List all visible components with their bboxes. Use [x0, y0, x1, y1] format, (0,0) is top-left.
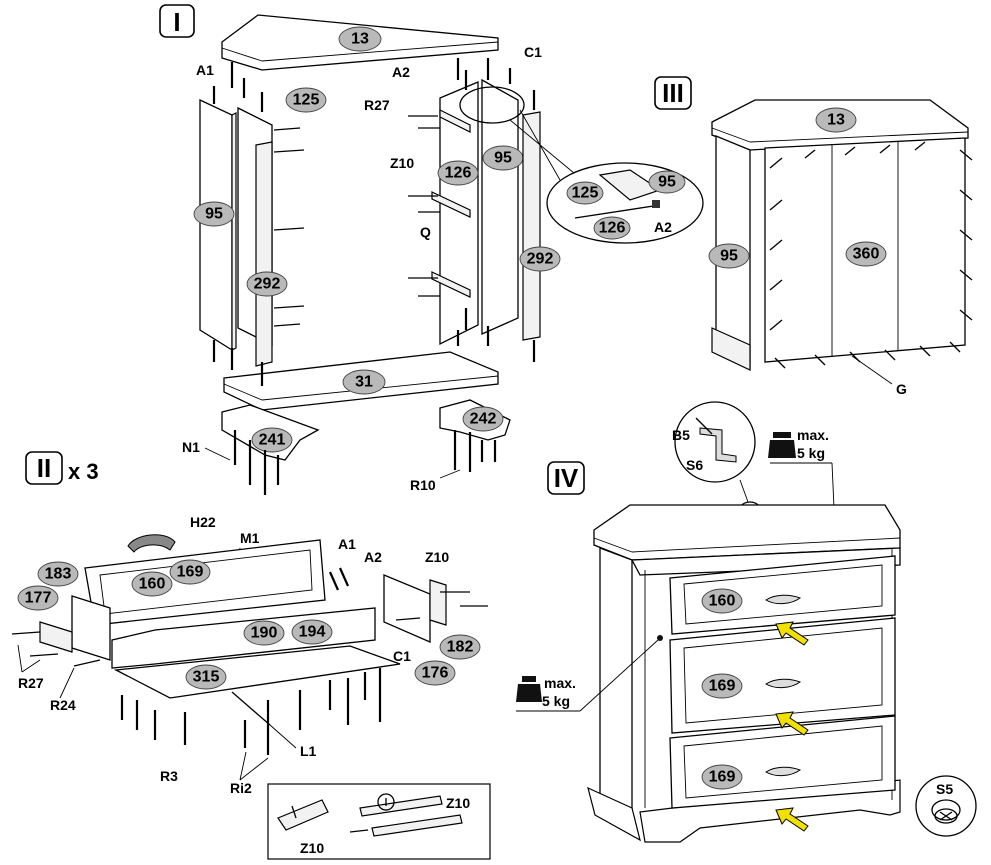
part-number-292-left: 292 — [254, 276, 281, 293]
label-S5: S5 — [936, 781, 953, 797]
part-number-182: 182 — [447, 639, 474, 656]
part-number-292-right: 292 — [527, 251, 554, 268]
dowels-step-1 — [212, 58, 536, 495]
weight-kg-side: 5 kg — [542, 693, 570, 709]
part-number-95-step3: 95 — [720, 248, 738, 265]
detail-marker — [459, 86, 525, 124]
knob-callout-S5 — [915, 775, 977, 837]
weight-kg-top: 5 kg — [797, 445, 825, 461]
right-post-292 — [522, 111, 541, 341]
label-A1-step2: A1 — [338, 536, 356, 552]
step-1-number: I — [173, 7, 180, 37]
label-Z10-step2: Z10 — [425, 549, 449, 565]
label-A2: A2 — [392, 64, 410, 80]
drawer-side-right — [383, 574, 431, 643]
label-S6: S6 — [686, 457, 703, 473]
label-N1: N1 — [182, 439, 200, 455]
drawer-slides-right — [431, 109, 471, 298]
label-G: G — [896, 381, 907, 397]
drawer-handle-1[interactable] — [765, 594, 802, 605]
step-2-multiplier: x 3 — [68, 459, 99, 484]
label-B5: B5 — [672, 427, 690, 443]
label-R24: R24 — [50, 697, 76, 713]
step-2-number: II — [37, 453, 51, 483]
label-A2-step2: A2 — [364, 549, 382, 565]
label-R10: R10 — [410, 477, 436, 493]
label-Z10-inset-b: Z10 — [300, 840, 324, 856]
screws-step-2 — [11, 567, 488, 755]
part-number-241: 241 — [259, 432, 286, 449]
step-2-drawer-assembly: II x 3 H22 M1 160 169 183 177 190 194 18… — [11, 451, 491, 860]
weight-max-top: max. — [797, 427, 829, 443]
drawer-1[interactable]: 160 — [669, 555, 896, 635]
step-4-final: IV B5 S6 max. 5 kg 160 — [516, 401, 977, 843]
part-number-125-detail: 125 — [572, 185, 599, 202]
chest-plinth — [639, 779, 901, 843]
step-4-number: IV — [554, 463, 579, 493]
handle-H22 — [127, 534, 176, 553]
part-number-194: 194 — [299, 624, 326, 641]
weight-icon-top — [768, 440, 796, 458]
label-C1: C1 — [524, 44, 542, 60]
part-number-95-left: 95 — [205, 206, 223, 223]
weight-max-side: max. — [544, 675, 576, 691]
part-oval-13 — [338, 26, 382, 52]
part-number-126: 126 — [445, 165, 472, 182]
part-number-169-chest-b: 169 — [709, 769, 736, 786]
nails-G — [769, 141, 973, 369]
label-C1-step2: C1 — [393, 648, 411, 664]
drawer-bottom-315 — [113, 645, 401, 699]
label-A1: A1 — [196, 62, 214, 78]
part-number-13: 13 — [351, 31, 369, 48]
part-number-169-chest-a: 169 — [709, 678, 736, 695]
part-number-125: 125 — [293, 92, 320, 109]
part-number-13-step3: 13 — [827, 112, 845, 129]
part-number-242: 242 — [470, 411, 497, 428]
weight-icon-side — [516, 684, 542, 702]
drawer-handle-2[interactable] — [765, 678, 802, 689]
part-number-315: 315 — [193, 669, 220, 686]
part-number-95-right: 95 — [494, 150, 512, 167]
label-Z10-inset-a: Z10 — [446, 795, 470, 811]
step-3-number: III — [662, 78, 684, 108]
part-number-160-chest: 160 — [709, 593, 736, 610]
label-Z10: Z10 — [390, 155, 414, 171]
part-number-177: 177 — [25, 590, 52, 607]
part-number-160-drawer: 160 — [139, 576, 166, 593]
part-number-126-detail: 126 — [599, 220, 626, 237]
label-Q: Q — [420, 224, 431, 240]
step-1-box — [159, 4, 195, 38]
label-R27-step2: R27 — [18, 675, 44, 691]
part-number-183: 183 — [45, 566, 72, 583]
label-L1: L1 — [300, 743, 317, 759]
step-1-frame-assembly: I 13 95 125 292 126 95 292 — [159, 4, 704, 495]
label-R27: R27 — [364, 97, 390, 113]
chest-side — [599, 547, 633, 822]
right-side-panel-95 — [481, 78, 519, 336]
part-number-169-drawer: 169 — [177, 564, 204, 581]
drawer-side-left — [71, 595, 111, 661]
label-H22: H22 — [190, 514, 216, 530]
part-number-176: 176 — [422, 665, 449, 682]
drawer-handle-3[interactable] — [765, 766, 802, 777]
drawer-2[interactable]: 169 — [669, 617, 896, 734]
step-3-back-panel: III 13 95 360 — [654, 76, 973, 397]
left-post-292 — [255, 141, 273, 367]
label-Ri2: Ri2 — [230, 780, 252, 796]
drawer-3[interactable]: 169 — [669, 715, 896, 809]
label-R3: R3 — [160, 768, 178, 784]
label-M1: M1 — [240, 530, 260, 546]
label-A2-detail: A2 — [654, 219, 672, 235]
part-number-31: 31 — [355, 374, 373, 391]
part-number-95-detail: 95 — [658, 174, 676, 191]
part-number-360: 360 — [853, 246, 880, 263]
part-number-190: 190 — [251, 625, 278, 642]
push-arrows — [775, 621, 809, 832]
slide-L1 — [231, 691, 271, 726]
